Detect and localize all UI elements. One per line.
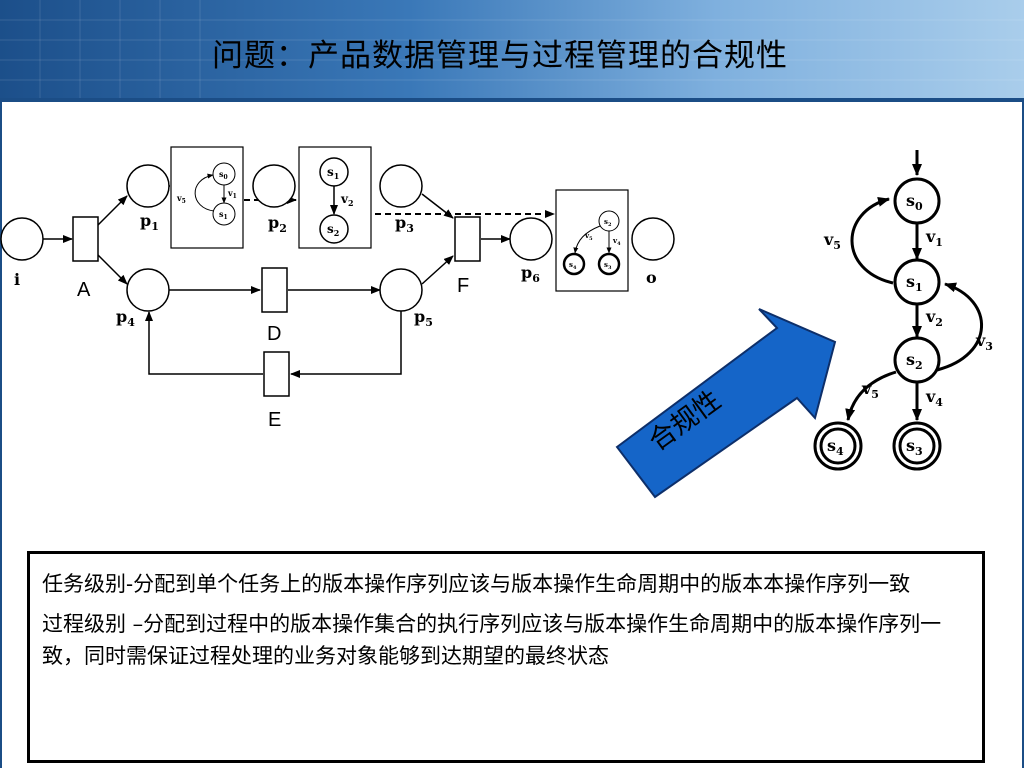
mini-lifecycle-box-1: s0 s1 v1 v5 xyxy=(170,146,244,249)
box3-label-s3: s3 xyxy=(604,260,612,271)
header-underline xyxy=(0,98,1024,102)
lifecycle-label-v2: v2 xyxy=(925,307,943,329)
place-p2 xyxy=(252,164,296,208)
transition-F xyxy=(454,216,481,262)
place-i xyxy=(0,217,44,261)
mini-lifecycle-box-3: s2 s4 s3 v5 v4 xyxy=(555,189,629,292)
place-p4 xyxy=(126,268,170,312)
label-place-i: i xyxy=(14,270,20,289)
label-place-p1: p1 xyxy=(140,211,159,233)
label-place-p6: p6 xyxy=(521,263,540,285)
place-p5 xyxy=(379,268,423,312)
lifecycle-state-s1 xyxy=(893,258,941,306)
compliance-arrow: 合规性 xyxy=(615,308,837,499)
place-labels: i p1 p2 p3 p4 p5 p6 o xyxy=(14,211,657,329)
box3-state-s2 xyxy=(598,210,620,232)
lifecycle-label-s1: s1 xyxy=(906,272,923,294)
arc-p5-E xyxy=(290,311,402,378)
lifecycle-edge-v3-back xyxy=(936,282,983,372)
label-transition-A: A xyxy=(77,279,91,301)
place-p3 xyxy=(379,164,423,208)
box-3-frame xyxy=(555,189,629,292)
label-transition-E: E xyxy=(268,409,281,431)
box3-label-s2: s2 xyxy=(604,217,612,228)
lifecycle-label-v1: v1 xyxy=(925,227,943,249)
box1-label-v5: v5 xyxy=(176,193,186,205)
box1-label-s0: s0 xyxy=(219,169,228,181)
box3-state-s3 xyxy=(597,252,621,276)
lifecycle-label-s0: s0 xyxy=(906,191,923,213)
lifecycle-label-s4: s4 xyxy=(827,436,844,458)
box2-label-v2: v2 xyxy=(340,192,354,208)
transition-labels: A D E F xyxy=(77,275,469,431)
label-place-o: o xyxy=(646,268,657,287)
lifecycle-edge-v5 xyxy=(845,370,897,421)
lifecycle-state-s4-inner xyxy=(819,427,857,465)
paragraph-process-level: 过程级别 –分配到过程中的版本操作集合的执行序列应该与版本操作生命周期中的版本操… xyxy=(42,612,942,668)
explanation-textbox: 任务级别-分配到单个任务上的版本操作序列应该与版本操作生命周期中的版本本操作序列… xyxy=(27,551,985,763)
place-p1 xyxy=(126,164,170,208)
lifecycle-label-v3: v3 xyxy=(975,331,993,353)
paragraph-task-level: 任务级别-分配到单个任务上的版本操作序列应该与版本操作生命周期中的版本本操作序列… xyxy=(42,572,911,596)
box3-label-v5: v5 xyxy=(584,231,593,242)
transition-A xyxy=(72,216,99,262)
box2-label-s1: s1 xyxy=(327,165,339,181)
box1-label-s1: s1 xyxy=(219,209,228,221)
box3-label-v4: v4 xyxy=(612,236,621,247)
lifecycle-label-v4: v4 xyxy=(925,387,943,409)
label-place-p3: p3 xyxy=(395,213,414,235)
box-1-frame xyxy=(170,146,244,249)
slide-title: 问题：产品数据管理与过程管理的合规性 xyxy=(212,38,788,74)
arc-A-p1 xyxy=(97,195,128,226)
frame-left-border xyxy=(0,102,2,768)
header-banner: 问题：产品数据管理与过程管理的合规性 xyxy=(0,0,1024,102)
mini-lifecycle-box-2: s1 s2 v2 xyxy=(298,146,372,249)
arc-A-p4 xyxy=(97,254,128,285)
compliance-arrow-shape xyxy=(615,308,837,499)
lifecycle-state-s3-inner xyxy=(898,427,936,465)
label-transition-F: F xyxy=(457,275,469,297)
transition-E xyxy=(263,351,290,397)
label-place-p5: p5 xyxy=(414,307,433,329)
lifecycle-state-s2 xyxy=(893,336,941,384)
lifecycle-label-v5: v5 xyxy=(861,379,879,401)
label-transition-D: D xyxy=(267,323,281,345)
lifecycle-state-machine: s0 s1 s2 s4 s3 v1 v5 v2 v3 v5 v4 xyxy=(813,150,993,471)
transition-D xyxy=(261,267,288,313)
box2-label-s2: s2 xyxy=(327,222,339,238)
arc-E-p4 xyxy=(145,311,263,375)
box1-label-v1: v1 xyxy=(227,188,237,200)
petri-places xyxy=(0,164,675,312)
content-frame xyxy=(0,102,1024,768)
petri-arcs xyxy=(43,185,511,378)
lifecycle-label-s3: s3 xyxy=(906,436,923,458)
lifecycle-state-s0 xyxy=(893,177,941,225)
arc-p5-F xyxy=(421,255,454,285)
header-grid-pattern xyxy=(0,0,1024,102)
place-p6 xyxy=(509,217,553,261)
box3-edge-v5 xyxy=(573,225,601,254)
label-place-p4: p4 xyxy=(116,307,135,329)
lifecycle-label-v5-back: v5 xyxy=(823,230,841,252)
lifecycle-edge-v5-back xyxy=(850,197,894,285)
petri-transitions xyxy=(72,216,481,397)
box2-state-s2 xyxy=(319,214,349,244)
lifecycle-label-s2: s2 xyxy=(906,350,923,372)
box3-label-s4: s4 xyxy=(569,260,577,271)
frame-right-border xyxy=(1022,102,1024,768)
label-place-p2: p2 xyxy=(268,213,287,235)
box1-edge-v5 xyxy=(194,173,215,212)
box3-state-s4 xyxy=(562,252,586,276)
place-o xyxy=(631,217,675,261)
